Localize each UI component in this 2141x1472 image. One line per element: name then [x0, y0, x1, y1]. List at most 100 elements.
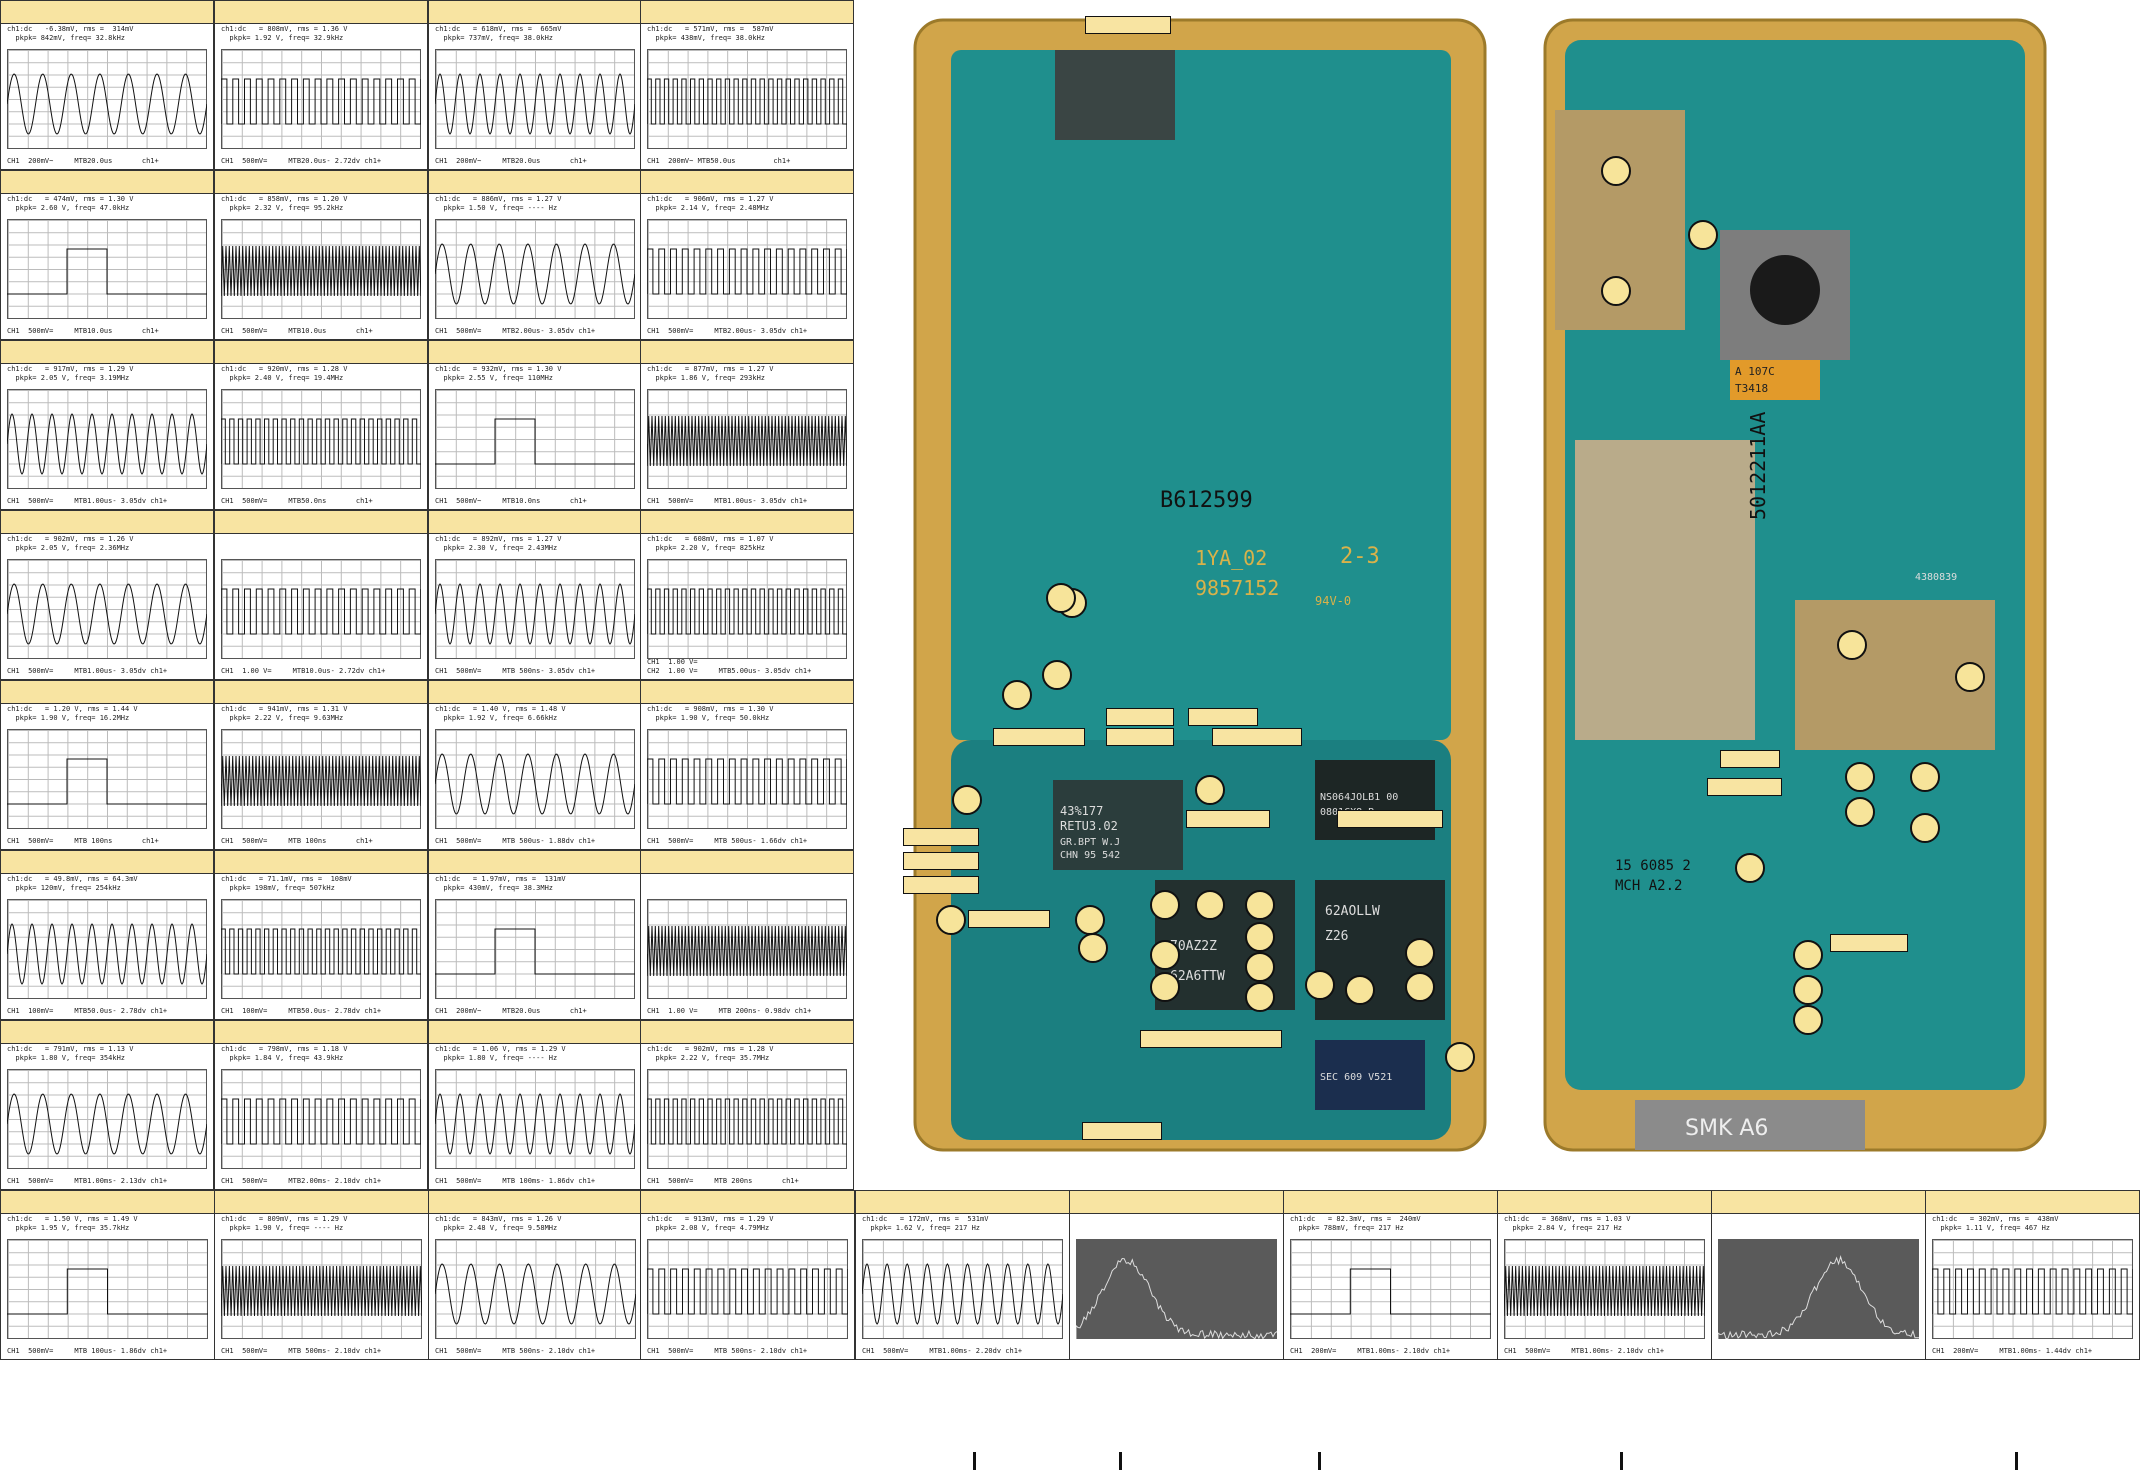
waveform-trace	[862, 1264, 1063, 1324]
scope-waveform	[7, 899, 207, 999]
waveform-trace	[1932, 1269, 2133, 1314]
scope-waveform	[221, 1239, 422, 1339]
oscilloscope-panel: ch1:dc = 618mV, rms = 665mV pkpk= 737mV,…	[428, 0, 642, 170]
panel-label-strip	[215, 1021, 427, 1044]
scope-waveform	[435, 49, 635, 149]
scope-settings-footer: CH1 500mV= MTB1.00us- 3.05dv ch1+	[7, 497, 167, 506]
oscilloscope-panel	[1069, 1190, 1284, 1360]
oscilloscope-panel: ch1:dc = 1.40 V, rms = 1.48 V pkpk= 1.92…	[428, 680, 642, 850]
callout-marker	[1405, 938, 1435, 968]
panel-label-strip	[1070, 1191, 1283, 1214]
label-tag	[1106, 708, 1174, 726]
scope-measurement-header: ch1:dc = 71.1mV, rms = 108mV pkpk= 198mV…	[221, 875, 352, 893]
board-teal-area	[951, 50, 1451, 740]
scope-measurement-header: ch1:dc = 82.3mV, rms = 240mV pkpk= 788mV…	[1290, 1215, 1421, 1233]
callout-marker	[1955, 662, 1985, 692]
chip-main-label2: RETU3.02	[1060, 819, 1118, 833]
chip-ram-label: NS064JOLB1 00	[1320, 792, 1398, 803]
scope-settings-footer: CH1 100mV= MTB50.0us- 2.78dv ch1+	[7, 1007, 167, 1016]
label-tag	[968, 910, 1050, 928]
oscilloscope-panel: ch1:dc = 368mV, rms = 1.03 V pkpk= 2.84 …	[1497, 1190, 1712, 1360]
label-tag	[903, 852, 979, 870]
callout-marker	[1735, 853, 1765, 883]
spectrum-background	[1076, 1239, 1277, 1339]
callout-marker	[1195, 890, 1225, 920]
scope-measurement-header: ch1:dc = 902mV, rms = 1.26 V pkpk= 2.05 …	[7, 535, 133, 553]
oscilloscope-panel: ch1:dc = 941mV, rms = 1.31 V pkpk= 2.22 …	[214, 680, 428, 850]
oscilloscope-panel: ch1:dc = 913mV, rms = 1.29 V pkpk= 2.08 …	[640, 1190, 855, 1360]
waveform-trace	[221, 246, 421, 296]
waveform-trace	[7, 584, 207, 644]
tick-mark	[1620, 1452, 1623, 1470]
waveform-trace	[7, 1094, 207, 1154]
pcb-code3-text: 9857152	[1195, 576, 1279, 600]
callout-marker	[1845, 797, 1875, 827]
label-tag	[1140, 1030, 1282, 1048]
oscilloscope-panel: ch1:dc = 877mV, rms = 1.27 V pkpk= 1.86 …	[640, 340, 854, 510]
waveform-trace	[647, 589, 847, 634]
tick-mark	[1318, 1452, 1321, 1470]
oscilloscope-panel: ch1:dc = 858mV, rms = 1.20 V pkpk= 2.32 …	[214, 170, 428, 340]
scope-measurement-header: ch1:dc = 49.8mV, rms = 64.3mV pkpk= 120m…	[7, 875, 138, 893]
callout-marker	[1910, 813, 1940, 843]
oscilloscope-panel: ch1:dc = 49.8mV, rms = 64.3mV pkpk= 120m…	[0, 850, 214, 1020]
panel-label-strip	[215, 1, 427, 24]
tick-mark	[2015, 1452, 2018, 1470]
callout-marker	[1150, 890, 1180, 920]
callout-marker	[1837, 630, 1867, 660]
label-tag	[903, 876, 979, 894]
oscilloscope-panel: ch1:dc = 798mV, rms = 1.18 V pkpk= 1.84 …	[214, 1020, 428, 1190]
conn-right-label: SMK A6	[1685, 1116, 1768, 1141]
callout-marker	[1002, 680, 1032, 710]
scope-measurement-header: ch1:dc = 858mV, rms = 1.20 V pkpk= 2.32 …	[221, 195, 347, 213]
scope-measurement-header: ch1:dc = 908mV, rms = 1.30 V pkpk= 1.90 …	[647, 705, 773, 723]
panel-label-strip	[641, 851, 853, 874]
oscilloscope-panel: ch1:dc = 902mV, rms = 1.26 V pkpk= 2.05 …	[0, 510, 214, 680]
panel-label-strip	[641, 341, 853, 364]
scope-settings-footer: CH1 200mV= MTB1.00ms- 1.44dv ch1+	[1932, 1347, 2092, 1356]
chip-right3-label: MCH A2.2	[1615, 878, 1682, 894]
waveform-trace	[221, 589, 421, 634]
scope-waveform	[647, 899, 847, 999]
scope-settings-footer: CH1 500mV= MTB 500ms- 2.10dv ch1+	[221, 1347, 381, 1356]
waveform-trace	[7, 759, 207, 804]
scope-waveform	[221, 559, 421, 659]
waveform-trace	[221, 79, 421, 124]
scope-settings-footer: CH1 500mV= MTB 100ns ch1+	[221, 837, 373, 846]
panel-label-strip	[429, 851, 641, 874]
waveform-trace	[435, 754, 635, 814]
label-tag	[1106, 728, 1174, 746]
label-tag	[903, 828, 979, 846]
scope-waveform	[7, 1239, 208, 1339]
scope-measurement-header: ch1:dc = 808mV, rms = 1.36 V pkpk= 1.92 …	[221, 25, 347, 43]
oscilloscope-panel: ch1:dc = 809mV, rms = 1.29 V pkpk= 1.90 …	[214, 1190, 429, 1360]
waveform-trace	[647, 1099, 847, 1144]
cap-label: A 107C	[1735, 365, 1775, 378]
panel-label-strip	[1284, 1191, 1497, 1214]
scope-settings-footer: CH1 200mV~ MTB20.0us ch1+	[7, 157, 159, 166]
scope-waveform	[647, 1069, 847, 1169]
scope-waveform	[435, 1239, 636, 1339]
scope-measurement-header: ch1:dc = 1.20 V, rms = 1.44 V pkpk= 1.90…	[7, 705, 138, 723]
waveform-trace	[221, 419, 421, 464]
waveform-trace	[1504, 1266, 1705, 1316]
oscilloscope-panel: ch1:dc = 808mV, rms = 1.36 V pkpk= 1.92 …	[214, 0, 428, 170]
cap-label2: T3418	[1735, 382, 1768, 395]
scope-waveform	[435, 219, 635, 319]
scope-waveform	[647, 219, 847, 319]
tick-mark	[973, 1452, 976, 1470]
scope-waveform	[647, 1239, 848, 1339]
waveform-trace	[435, 1264, 636, 1324]
scope-settings-footer: CH1 1.00 V= MTB 200ns- 0.98dv ch1+	[647, 1007, 811, 1016]
panel-label-strip	[641, 171, 853, 194]
oscilloscope-panel: ch1:dc = 172mV, rms = 531mV pkpk= 1.62 V…	[855, 1190, 1070, 1360]
callout-marker	[1046, 583, 1076, 613]
callout-marker	[1305, 970, 1335, 1000]
scope-measurement-header: ch1:dc = 902mV, rms = 1.28 V pkpk= 2.22 …	[647, 1045, 773, 1063]
label-tag	[1720, 750, 1780, 768]
scope-settings-footer: CH1 1.00 V= CH2 1.00 V= MTB5.00us- 3.05d…	[647, 658, 811, 676]
callout-marker	[952, 785, 982, 815]
chip-main-label4: CHN 95 542	[1060, 850, 1120, 861]
panel-label-strip	[215, 511, 427, 534]
callout-marker	[1445, 1042, 1475, 1072]
